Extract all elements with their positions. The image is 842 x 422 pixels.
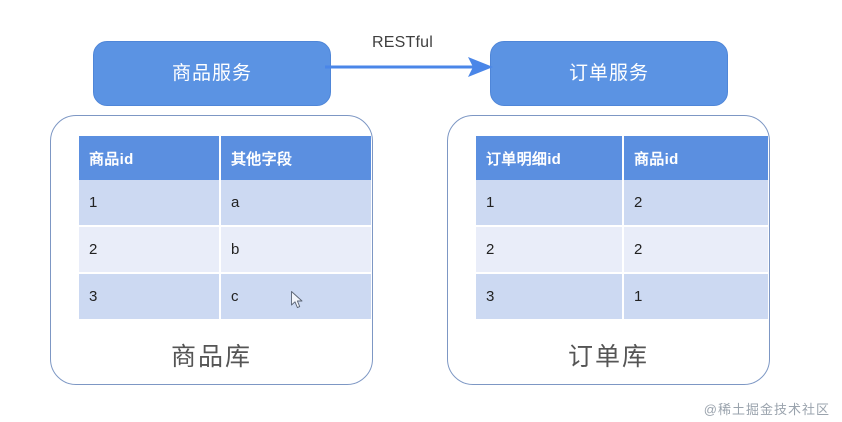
database-card-order: 订单明细id 商品id 1 2 2 2 3 1 订单库 xyxy=(447,115,770,385)
cell-product-id: 2 xyxy=(623,226,768,274)
watermark: @稀土掘金技术社区 xyxy=(703,402,830,417)
cell-product-id: 1 xyxy=(623,273,768,319)
cell-product-id: 2 xyxy=(79,226,221,274)
table-row: 1 a xyxy=(79,180,371,227)
cell-product-id: 1 xyxy=(79,180,221,227)
database-card-product: 商品id 其他字段 1 a 2 b 3 c 商品库 xyxy=(50,115,373,385)
cell-order-detail-id: 1 xyxy=(476,180,624,227)
cell-order-detail-id: 3 xyxy=(476,273,624,319)
service-box-product-label: 商品服务 xyxy=(171,63,252,84)
column-header-order-detail-id: 订单明细id xyxy=(476,136,624,180)
table-header-row: 订单明细id 商品id xyxy=(476,136,768,180)
table-row: 1 2 xyxy=(476,180,768,227)
cell-product-id: 3 xyxy=(79,273,221,319)
restful-arrow-label: RESTful xyxy=(372,34,433,51)
database-title-product: 商品库 xyxy=(170,343,252,371)
column-header-other-field: 其他字段 xyxy=(220,136,371,180)
column-header-product-id: 商品id xyxy=(79,136,221,180)
table-row: 2 2 xyxy=(476,226,768,274)
table-product: 商品id 其他字段 1 a 2 b 3 c xyxy=(79,136,371,319)
table-row: 2 b xyxy=(79,226,371,274)
column-header-product-id: 商品id xyxy=(623,136,768,180)
service-box-order-label: 订单服务 xyxy=(568,63,649,84)
table-order: 订单明细id 商品id 1 2 2 2 3 1 xyxy=(476,136,768,319)
cell-product-id: 2 xyxy=(623,180,768,227)
cell-other-field: a xyxy=(220,180,371,227)
mouse-pointer-icon xyxy=(291,291,303,309)
cell-order-detail-id: 2 xyxy=(476,226,624,274)
database-title-order: 订单库 xyxy=(567,343,649,371)
table-row: 3 c xyxy=(79,273,371,319)
table-header-row: 商品id 其他字段 xyxy=(79,136,371,180)
restful-arrow-icon xyxy=(325,57,493,77)
cell-other-field: b xyxy=(220,226,371,274)
service-box-product[interactable]: 商品服务 xyxy=(93,41,331,106)
table-row: 3 1 xyxy=(476,273,768,319)
service-box-order[interactable]: 订单服务 xyxy=(490,41,728,106)
